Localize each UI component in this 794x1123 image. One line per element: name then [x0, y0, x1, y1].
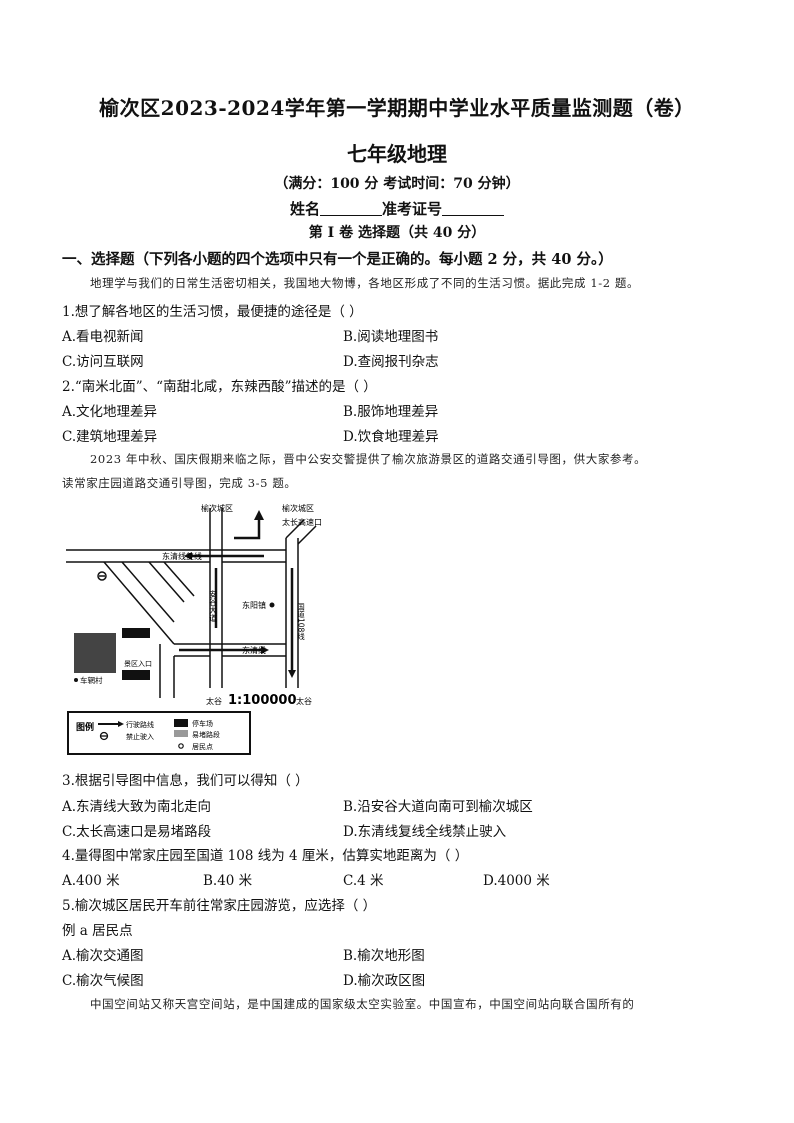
question-3-option-c: C.太长高速口是易堵路段 [62, 824, 212, 840]
no-entry-icon [97, 571, 107, 581]
passage-2-line-1: 2023 年中秋、国庆假期来临之际，晋中公安交警提供了榆次旅游景区的道路交通引导… [90, 452, 647, 466]
passage-3-line-1: 中国空间站又称天宫空间站，是中国建成的国家级太空实验室。中国宣布，中国空间站向联… [90, 997, 635, 1011]
question-3-option-d: D.东清线复线全线禁止驶入 [343, 824, 507, 840]
name-label: 姓名 [289, 200, 320, 218]
question-4-option-a: A.400 米 [62, 873, 120, 889]
label-yuci-city-right: 榆次城区 [282, 503, 314, 513]
question-2-option-c: C.建筑地理差异 [62, 429, 158, 445]
label-yuci-city-left: 榆次城区 [201, 503, 233, 513]
question-1-option-b: B.阅读地理图书 [343, 329, 439, 345]
question-5-extra: 例 a 居民点 [62, 923, 133, 939]
name-blank [320, 201, 382, 216]
exam-info: （满分：100 分 考试时间：70 分钟） [274, 176, 520, 192]
legend-congestion: 易堵路段 [192, 730, 220, 739]
label-chexia-village: 车辋村 [80, 675, 103, 685]
label-anlu-avenue: 安谷大道 [209, 589, 218, 623]
id-blank [442, 201, 505, 216]
label-taigu-right: 太谷 [296, 696, 312, 706]
part-title: 第 I 卷 选择题（共 40 分） [308, 225, 486, 241]
label-dongqing-double: 东清线复线 [162, 551, 202, 561]
question-4-option-b: B.40 米 [203, 873, 253, 889]
section-heading: 一、选择题（下列各小题的四个选项中只有一个是正确的。每小题 2 分，共 40 分… [62, 251, 613, 268]
label-expressway-exit: 太长高速口 [282, 517, 322, 527]
legend-parking: 停车场 [192, 719, 213, 728]
legend-title: 图例 [76, 721, 94, 733]
question-2-stem: 2.“南米北面”、“南甜北咸，东辣西酸”描述的是（ ） [62, 379, 377, 395]
intro-passage: 地理学与我们的日常生活密切相关，我国地大物博，各地区形成了不同的生活习惯。据此完… [90, 276, 640, 290]
passage-2-line-2: 读常家庄园道路交通引导图，完成 3-5 题。 [62, 476, 297, 490]
legend-box [67, 711, 251, 755]
town-dot-icon [269, 602, 275, 608]
question-1-stem: 1.想了解各地区的生活习惯，最便捷的途径是（ ） [62, 304, 363, 320]
question-1-option-c: C.访问互联网 [62, 354, 144, 370]
exam-title: 榆次区2023-2024学年第一学期期中学业水平质量监测题（卷） [99, 96, 695, 120]
parking-icon-2 [122, 670, 150, 680]
question-5-option-d: D.榆次政区图 [343, 973, 426, 989]
question-5-option-b: B.榆次地形图 [343, 948, 425, 964]
question-4-stem: 4.量得图中常家庄园至国道 108 线为 4 厘米，估算实地距离为（ ） [62, 848, 469, 864]
manor-image [74, 633, 116, 673]
traffic-guide-map: 榆次城区 榆次城区 太长高速口 东清线复线 东阳镇 安谷大道 国道108线 东清… [66, 503, 322, 755]
candidate-info: 姓名 准考证号 [0, 198, 794, 219]
question-3-option-a: A.东清线大致为南北走向 [62, 799, 212, 815]
question-3-stem: 3.根据引导图中信息，我们可以得知（ ） [62, 773, 309, 789]
question-1-option-a: A.看电视新闻 [62, 329, 144, 345]
legend-settlement-icon [178, 743, 184, 749]
subject-title: 七年级地理 [347, 142, 447, 166]
legend-no-entry-icon [99, 731, 109, 741]
parking-icon [122, 628, 150, 638]
map-scale: 1:100000 [228, 693, 297, 708]
label-national-road: 国道108线 [296, 603, 305, 640]
question-4-option-d: D.4000 米 [483, 873, 550, 889]
question-4-option-c: C.4 米 [343, 873, 384, 889]
question-1-option-d: D.查阅报刊杂志 [343, 354, 439, 370]
label-dongqing: 东清线 [242, 645, 266, 655]
question-5-stem: 5.榆次城区居民开车前往常家庄园游览，应选择（ ） [62, 898, 377, 914]
legend-settlement: 居民点 [192, 743, 213, 751]
question-2-option-b: B.服饰地理差异 [343, 404, 439, 420]
question-3-option-b: B.沿安谷大道向南可到榆次城区 [343, 799, 533, 815]
legend-congestion-icon [174, 730, 188, 737]
legend-route: 行驶路线 [126, 720, 154, 729]
question-2-option-d: D.饮食地理差异 [343, 429, 439, 445]
label-scenic-entrance: 景区入口 [124, 660, 152, 668]
question-2-option-a: A.文化地理差异 [62, 404, 158, 420]
question-5-option-a: A.榆次交通图 [62, 948, 144, 964]
id-label: 准考证号 [382, 200, 443, 218]
question-5-option-c: C.榆次气候图 [62, 973, 144, 989]
label-taigu-left: 太谷 [206, 696, 222, 706]
label-dongyang-town: 东阳镇 [242, 600, 266, 610]
legend-parking-icon [174, 719, 188, 727]
legend-no-entry: 禁止驶入 [126, 732, 154, 741]
